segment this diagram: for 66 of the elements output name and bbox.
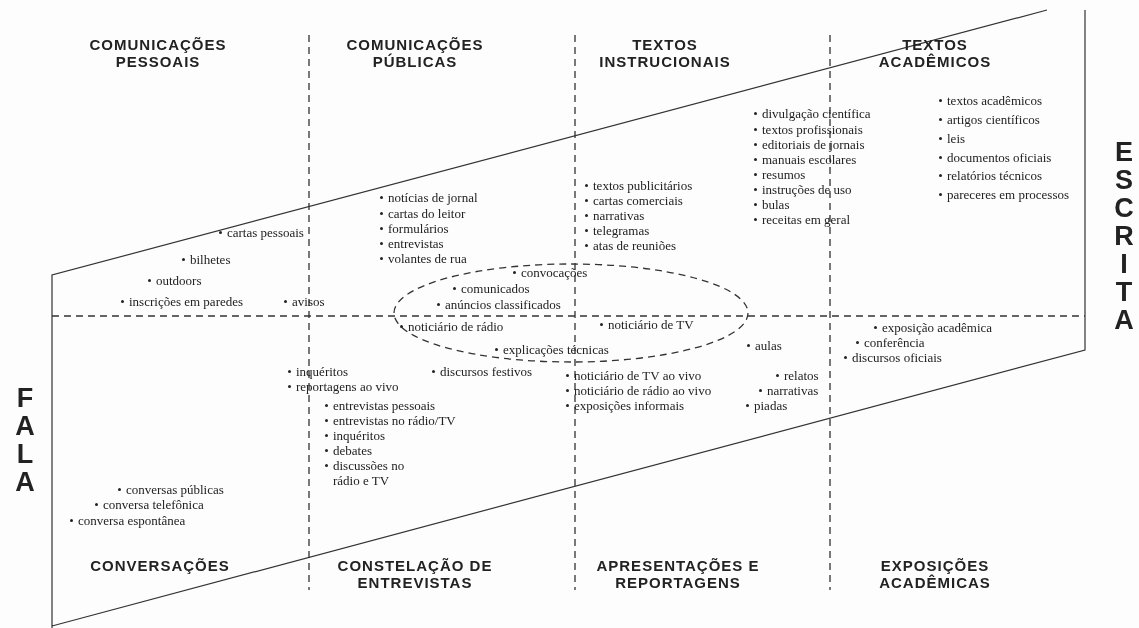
genre-item: convocações [521,265,588,280]
genre-item: atas de reuniões [593,238,677,253]
genre-item: conversa espontânea [78,513,186,528]
genre-item: bilhetes [190,252,231,267]
genre-item: textos publicitários [593,178,693,193]
genre-item: anúncios classificados [445,297,561,312]
genre-item: noticiário de TV ao vivo [574,368,702,383]
genre-item: noticiário de rádio ao vivo [574,383,712,398]
genre-item: conversas públicas [126,482,224,497]
genre-item: textos acadêmicos [947,93,1042,108]
genre-item: discursos festivos [440,364,533,379]
genre-item: explicações técnicas [503,342,609,357]
genre-item: outdoors [156,273,202,288]
genre-item: instruções de uso [762,182,852,197]
genre-item: exposição acadêmica [882,320,993,335]
category-heading: EXPOSIÇÕES ACADÊMICAS [878,557,992,591]
genre-item: exposições informais [574,398,685,413]
genre-item: narrativas [593,208,645,223]
genre-item: cartas pessoais [227,225,304,240]
genre-item: noticiário de rádio [408,319,504,334]
axis-label: FALA [15,384,35,496]
genre-item: comunicados [461,281,530,296]
genre-item: conversa telefônica [103,497,204,512]
genre-item: noticiário de TV [608,317,694,332]
genre-item: formulários [388,221,449,236]
category-heading: TEXTOS INSTRUCIONAIS [598,36,732,70]
genre-item: textos profissionais [762,122,863,137]
genre-item: cartas do leitor [388,206,466,221]
genre-item: artigos científicos [947,112,1040,127]
axis-label: ESCRITA [1114,138,1134,334]
genre-item: leis [947,131,966,146]
genre-item: inquéritos [296,364,348,379]
dashed-ellipse [393,263,749,363]
category-heading: APRESENTAÇÕES E REPORTAGENS [595,557,761,591]
genre-item: receitas em geral [762,212,851,227]
genre-item: divulgação científica [762,106,871,121]
genre-item: notícias de jornal [388,190,478,205]
genre-item: entrevistas [388,236,444,251]
genre-item: aulas [755,338,782,353]
category-heading: COMUNICAÇÕES PESSOAIS [88,36,228,70]
genre-item: documentos oficiais [947,150,1052,165]
genre-item: piadas [754,398,788,413]
genre-item: relatórios técnicos [947,168,1042,183]
genre-item: avisos [292,294,325,309]
genre-item: cartas comerciais [593,193,683,208]
genre-item: debates [333,443,372,458]
genre-item: telegramas [593,223,650,238]
genre-item: entrevistas no rádio/TV [333,413,456,428]
category-heading: COMUNICAÇÕES PÚBLICAS [345,36,485,70]
genre-item: pareceres em processos [947,187,1069,202]
genre-item: bulas [762,197,790,212]
genre-item: entrevistas pessoais [333,398,436,413]
category-heading: CONVERSAÇÕES [89,557,231,574]
genre-item: inscrições em paredes [129,294,244,309]
genre-item: discursos oficiais [852,350,942,365]
genre-item: conferência [864,335,925,350]
genre-item: relatos [784,368,819,383]
genre-item: reportagens ao vivo [296,379,399,394]
genre-item: editoriais de jornais [762,137,865,152]
genre-item: discussões no rádio e TV [333,458,405,488]
genre-item: narrativas [767,383,819,398]
genre-item: volantes de rua [388,251,467,266]
genre-item: resumos [762,167,806,182]
category-heading: CONSTELAÇÃO DE ENTREVISTAS [336,557,494,591]
genre-item: manuais escolares [762,152,857,167]
genre-item: inquéritos [333,428,385,443]
